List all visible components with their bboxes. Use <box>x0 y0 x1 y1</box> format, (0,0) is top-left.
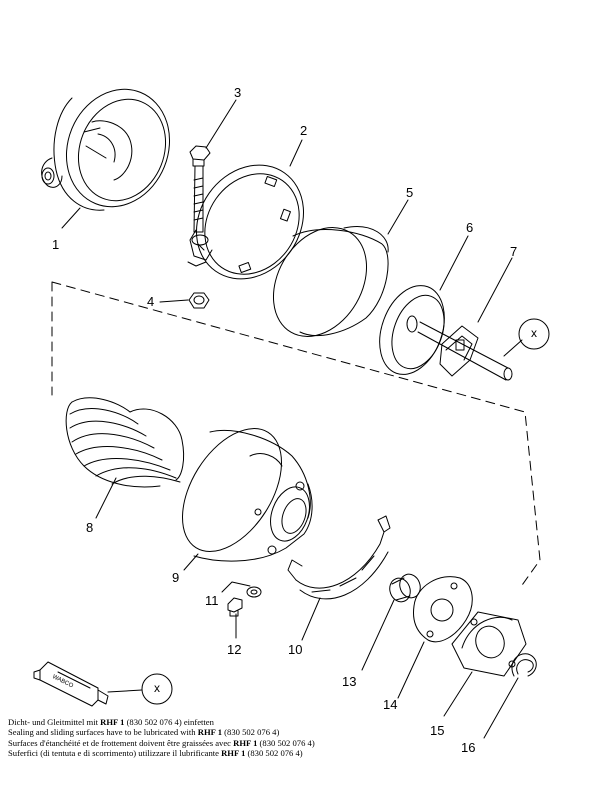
leader-x-top <box>503 339 523 357</box>
ref-symbol-tube: x <box>154 681 160 695</box>
part-14-gasket <box>413 576 473 643</box>
leader-1 <box>61 207 81 229</box>
part-7-pushrod-plate <box>439 325 479 377</box>
part-6-diaphragm-plate <box>379 285 513 381</box>
callout-4: 4 <box>147 294 155 309</box>
note-fr: Surfaces d'étanchéité et de frottement d… <box>8 737 315 748</box>
callout-1: 1 <box>52 237 60 252</box>
part-5-cup-seal <box>272 226 389 337</box>
ref-circle-top <box>518 318 550 350</box>
lubricant-tube <box>33 661 109 707</box>
part-3-bolt <box>189 145 211 233</box>
part-10-band-clamp <box>287 515 391 600</box>
part-4-nut <box>188 292 210 309</box>
note-it: Suferfici (di tentuta e di scorrimento) … <box>8 748 303 759</box>
callout-8: 8 <box>86 520 94 535</box>
callout-12: 12 <box>227 642 242 657</box>
leader-13 <box>361 599 395 671</box>
callout-5: 5 <box>406 185 414 200</box>
part-2-clamp-ring <box>187 164 304 280</box>
ref-symbol-top: x <box>531 326 537 340</box>
leader-3 <box>205 99 237 149</box>
part-11-washer <box>246 586 262 598</box>
note-en: Sealing and sliding surfaces have to be … <box>8 727 280 738</box>
part-8-spring <box>65 397 185 488</box>
leader-9 <box>183 553 199 571</box>
leader-16 <box>483 677 519 739</box>
callout-15: 15 <box>430 723 445 738</box>
callout-16: 16 <box>461 740 476 755</box>
leader-5 <box>387 199 409 235</box>
part-12-screw <box>227 597 243 617</box>
leader-14 <box>397 641 425 699</box>
leader-10 <box>301 597 321 641</box>
callout-3: 3 <box>234 85 242 100</box>
leader-4 <box>159 299 189 303</box>
leader-2 <box>289 139 303 167</box>
callout-14: 14 <box>383 697 398 712</box>
leader-x-tube <box>107 689 143 693</box>
leader-8 <box>95 477 117 519</box>
leader-15 <box>443 671 473 717</box>
callout-7: 7 <box>510 244 518 259</box>
callout-6: 6 <box>466 220 474 235</box>
leader-7 <box>477 257 513 323</box>
ref-circle-tube <box>141 673 173 705</box>
part-1-housing-cap <box>41 88 171 211</box>
note-de: Dicht- und Gleitmittel mit RHF 1 (830 50… <box>8 717 214 727</box>
part-16-circlip <box>511 653 537 677</box>
leader-11 <box>221 581 251 593</box>
assembly-dashed-outline <box>51 281 541 589</box>
callout-10: 10 <box>288 642 303 657</box>
part-13-bushing <box>389 573 421 603</box>
callout-9: 9 <box>172 570 180 585</box>
part-15-flange-boot <box>451 611 527 677</box>
lubrication-notes: Dicht- und Gleitmittel mit RHF 1 (830 50… <box>8 717 315 759</box>
callout-11: 11 <box>205 593 219 608</box>
leader-6 <box>439 235 469 291</box>
callout-13: 13 <box>342 674 357 689</box>
callout-2: 2 <box>300 123 308 138</box>
part-9-spring-housing <box>182 428 313 562</box>
